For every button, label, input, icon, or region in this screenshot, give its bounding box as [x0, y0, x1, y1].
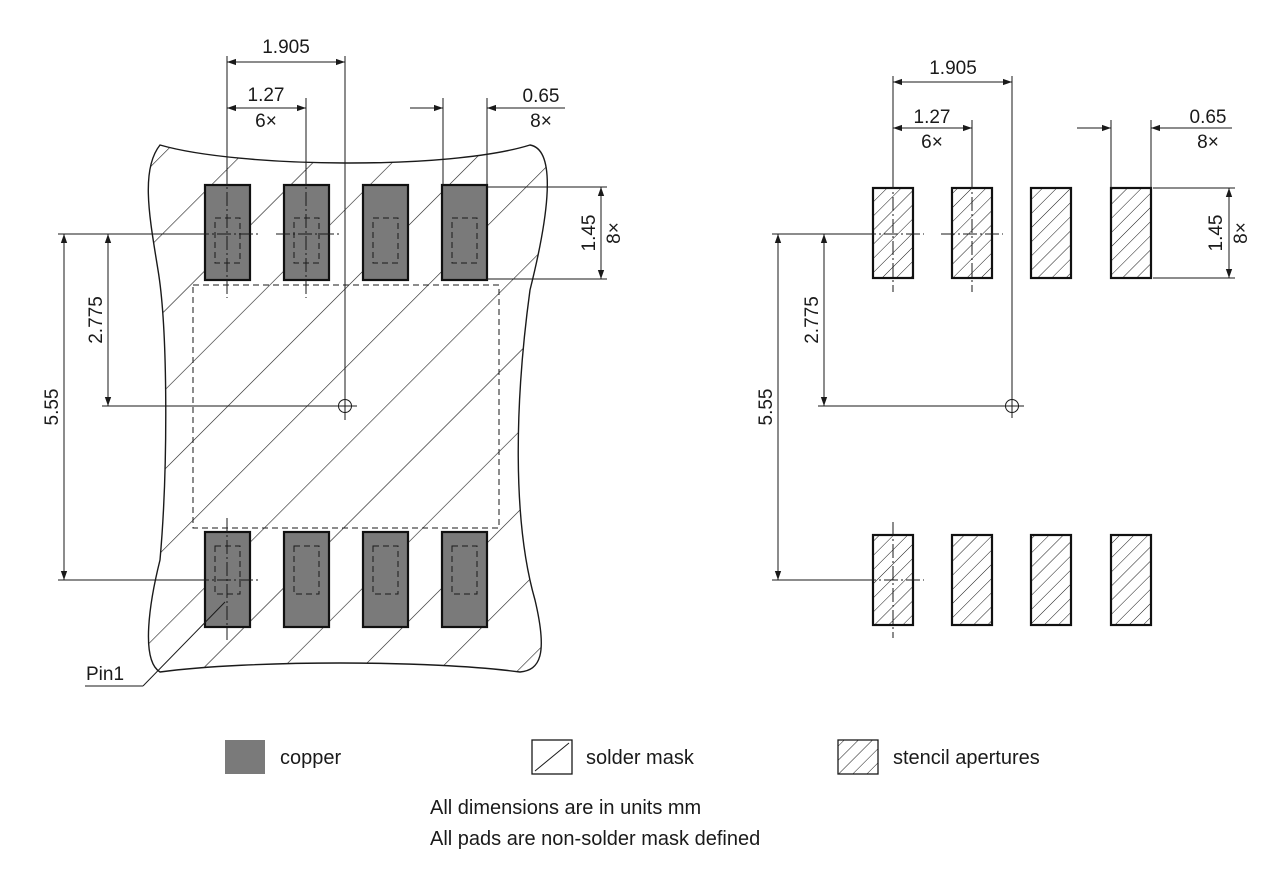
right-view: 1.905 1.27 6× 0.65 8× 1.45 8× 2.775 5.55 [756, 58, 1252, 638]
copper-pad [440, 183, 489, 282]
left-dim-065-count: 8× [530, 111, 552, 132]
notes: All dimensions are in units mm All pads … [430, 797, 760, 850]
stencil-aperture [1029, 533, 1073, 627]
right-dim-2775: 2.775 [802, 296, 823, 344]
right-dim-145-count: 8× [1231, 222, 1252, 244]
copper-pad [361, 530, 410, 629]
left-dim-127: 1.27 [248, 85, 285, 106]
legend-solder-mask-label: solder mask [586, 747, 695, 769]
left-dim-145: 1.45 [579, 215, 600, 252]
legend-stencil-label: stencil apertures [893, 747, 1040, 769]
right-dim-555: 5.55 [756, 389, 777, 426]
pin1-label: Pin1 [86, 664, 124, 685]
exposed-pad-outline [192, 284, 500, 529]
legend-copper-label: copper [280, 747, 341, 769]
stencil-aperture [1029, 186, 1073, 280]
stencil-aperture [1109, 186, 1153, 280]
left-dim-2775: 2.775 [86, 296, 107, 344]
left-dim-1905: 1.905 [262, 37, 310, 58]
right-dim-145: 1.45 [1206, 215, 1227, 252]
copper-pad [361, 183, 410, 282]
stencil-apertures-top [871, 186, 1153, 280]
right-dim-127-count: 6× [921, 132, 943, 153]
note-pads: All pads are non-solder mask defined [430, 828, 760, 850]
stencil-aperture [1109, 533, 1153, 627]
left-view: 1.905 1.27 6× 0.65 8× 1.45 8× 2.775 5.55 [42, 37, 625, 687]
stencil-aperture [950, 533, 994, 627]
copper-pad [282, 530, 331, 629]
left-dim-555: 5.55 [42, 389, 63, 426]
right-dim-1905: 1.905 [929, 58, 977, 79]
legend-copper-swatch [225, 740, 265, 774]
right-dim-065: 0.65 [1190, 107, 1227, 128]
copper-pad [440, 530, 489, 629]
right-dim-065-count: 8× [1197, 132, 1219, 153]
note-units: All dimensions are in units mm [430, 797, 701, 819]
legend: copper solder mask stencil apertures [225, 739, 1040, 775]
left-dim-127-count: 6× [255, 111, 277, 132]
legend-stencil-swatch [837, 739, 879, 775]
left-dim-065: 0.65 [523, 86, 560, 107]
right-dim-127: 1.27 [914, 107, 951, 128]
left-dim-145-count: 8× [604, 222, 625, 244]
